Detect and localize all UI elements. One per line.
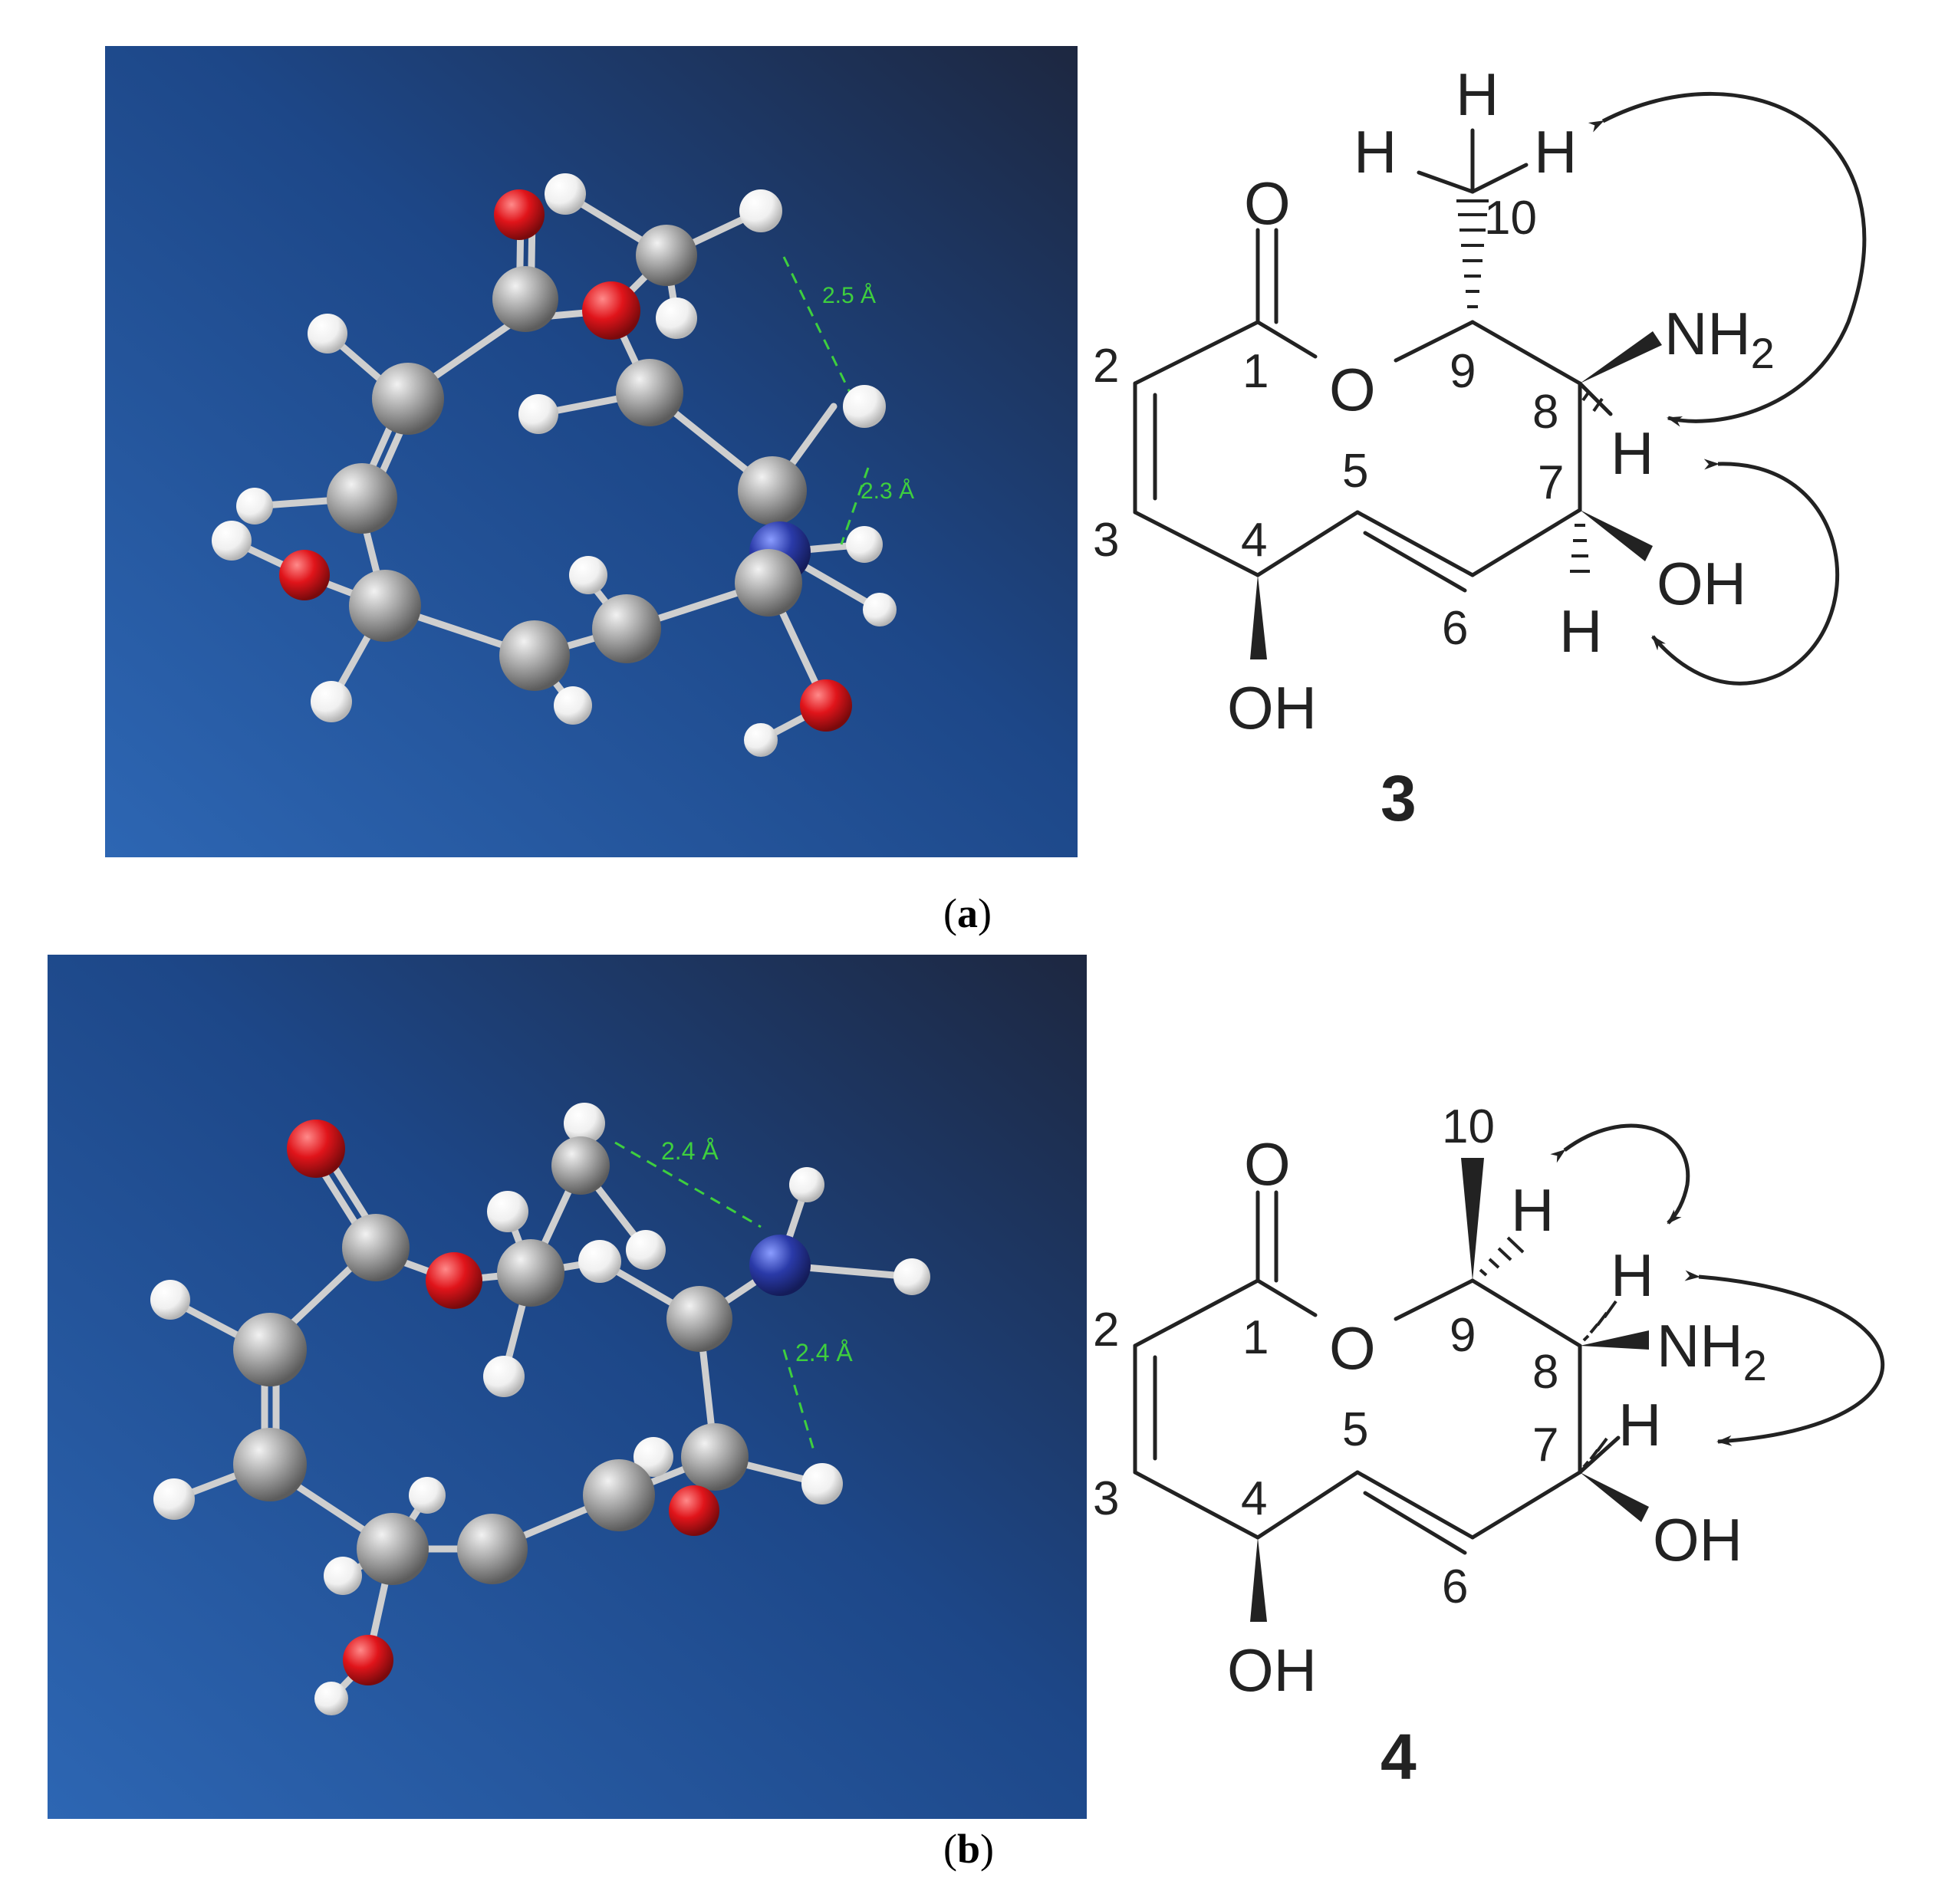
svg-text:8: 8 [1532,386,1558,439]
bonds [1133,1190,1621,1555]
h9-label: H [1511,1176,1554,1244]
methyl-h-right: H [1534,118,1577,186]
svg-text:7: 7 [1532,1419,1558,1472]
svg-text:2: 2 [1093,1304,1119,1356]
atom-labels: H O O H NH2 H OH OH [1227,1130,1767,1704]
molecular-model-3d-b: 2.4 Å 2.4 Å [48,955,1087,1819]
svg-text:2: 2 [1093,340,1119,393]
atoms [212,173,897,757]
h8-label: H [1611,1241,1654,1309]
structure-compound-4: H O O H NH2 H OH OH 10 1 2 3 4 5 6 7 8 9… [1093,1100,1884,1793]
atoms [150,1103,930,1715]
distance-lines [614,1141,816,1454]
svg-text:10: 10 [1484,192,1537,245]
svg-text:6: 6 [1442,602,1468,655]
svg-text:9: 9 [1450,345,1476,398]
svg-text:5: 5 [1342,1403,1368,1456]
distance-label-1: 2.4 Å [661,1137,719,1165]
h7-label: H [1559,597,1602,665]
wedge-bonds [1250,1158,1649,1622]
carbon-numbers: 10 1 2 3 4 5 6 7 8 9 [1093,1100,1558,1613]
caption-b: (b) [943,1826,995,1872]
compound-number-4: 4 [1380,1721,1417,1793]
ring-o: O [1329,1314,1376,1382]
svg-text:4: 4 [1241,1472,1267,1525]
hash-bonds [1479,1236,1617,1468]
oh7-label: OH [1653,1506,1742,1574]
distance-lines [782,256,870,545]
carbonyl-o: O [1244,1130,1291,1198]
svg-text:7: 7 [1538,456,1564,509]
svg-text:3: 3 [1093,1472,1119,1525]
noe-arrows [1588,92,1867,686]
carbon-numbers: 10 1 2 3 4 5 6 7 8 9 [1093,192,1564,655]
molecular-model-3d-a: 2.5 Å 2.3 Å [105,46,1078,857]
model-background [105,46,1078,857]
svg-text:5: 5 [1342,445,1368,498]
compound-number-3: 3 [1380,762,1417,834]
oh7-label: OH [1657,550,1746,617]
oh4-label: OH [1227,1636,1317,1704]
svg-text:4: 4 [1241,514,1267,567]
svg-text:9: 9 [1450,1309,1476,1362]
h7-label: H [1618,1391,1661,1458]
distance-label-1: 2.5 Å [822,283,876,308]
distance-label-2: 2.3 Å [861,478,914,504]
svg-text:1: 1 [1242,345,1269,398]
methyl-h-top: H [1456,61,1499,128]
noe-arrows [1550,1123,1884,1446]
structure-compound-3: H H H O O NH2 H OH H OH 10 1 2 3 4 5 6 7… [1093,61,1867,834]
h8-label: H [1611,419,1654,487]
atom-labels: H H H O O NH2 H OH H OH [1227,61,1775,742]
svg-text:8: 8 [1532,1346,1558,1399]
nh2-label: NH2 [1657,1312,1767,1389]
bonds [1133,128,1613,593]
caption-a: (a) [943,890,992,936]
nh2-label: NH2 [1664,300,1775,377]
svg-text:10: 10 [1442,1100,1495,1153]
ring-o: O [1329,356,1376,423]
svg-text:6: 6 [1442,1560,1468,1613]
model-background [48,955,1087,1819]
svg-text:1: 1 [1242,1311,1269,1364]
distance-label-2: 2.4 Å [795,1339,853,1366]
carbonyl-o: O [1244,169,1291,237]
svg-text:3: 3 [1093,514,1119,567]
methyl-h-left: H [1354,118,1397,186]
oh4-label: OH [1227,674,1317,742]
